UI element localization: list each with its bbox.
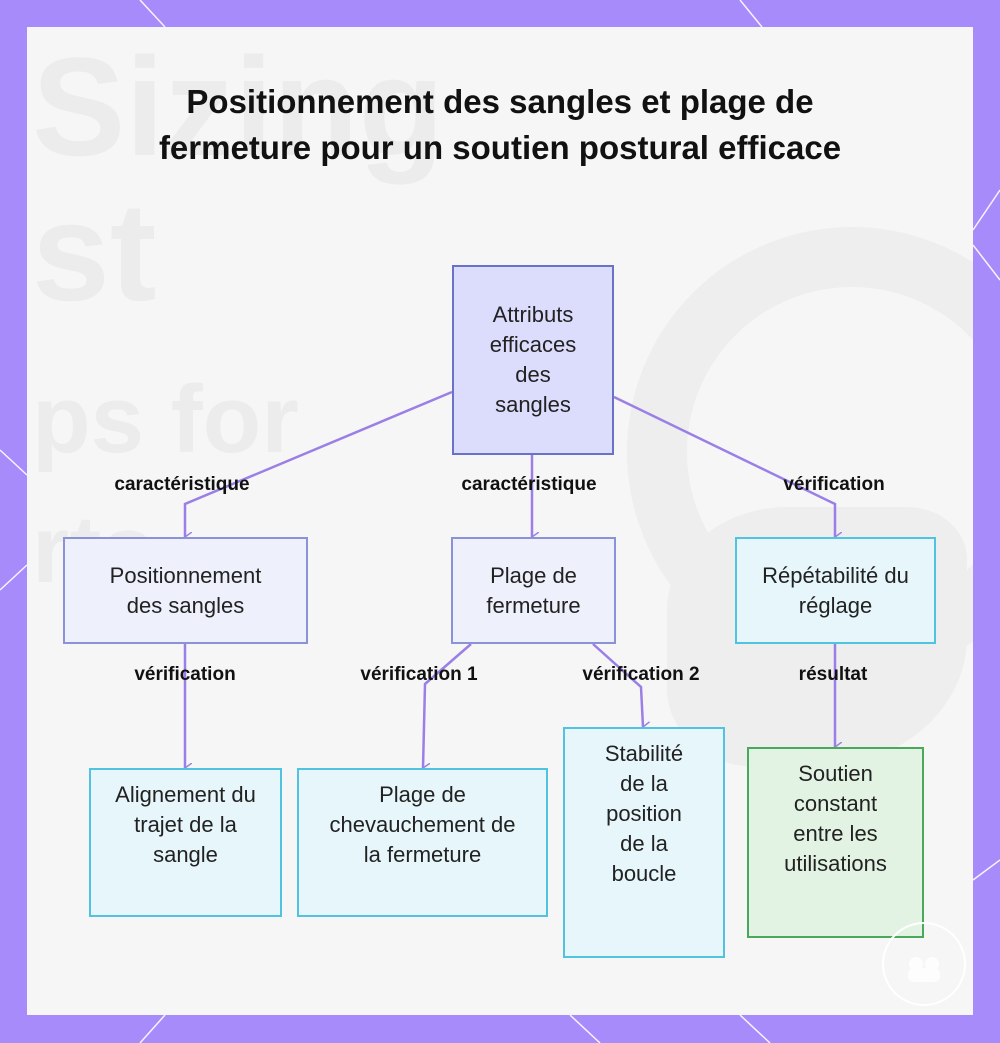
edge-label-root-repetabilite: vérification xyxy=(783,474,884,496)
edge-label-plage-stabilite: vérification 2 xyxy=(582,664,699,686)
edge-label-plage-chevauchement: vérification 1 xyxy=(360,664,477,686)
node-label: Soutien constant entre les utilisations xyxy=(771,759,901,879)
edge-label-repetabilite-soutien: résultat xyxy=(799,664,868,686)
node-plage-de-fermeture: Plage de fermeture xyxy=(451,537,616,644)
node-stabilite-de-la-boucle: Stabilité de la position de la boucle xyxy=(563,727,725,958)
node-label: Plage de fermeture xyxy=(471,561,596,621)
diagram-card: Sizing st ps for rts Positionnement des … xyxy=(27,27,973,1015)
watermark-logo xyxy=(882,922,966,1006)
node-label: Attributs efficaces des sangles xyxy=(478,300,588,420)
node-attributs-efficaces: Attributs efficaces des sangles xyxy=(452,265,614,455)
edge-root-repetabilite xyxy=(614,397,835,537)
watermark-logo-icon xyxy=(884,924,964,1004)
edge-label-positionnement-alignement: vérification xyxy=(134,664,235,686)
edge-label-root-positionnement: caractéristique xyxy=(114,474,249,496)
node-label: Plage de chevauchement de la fermeture xyxy=(328,780,518,870)
edge-plage-chevauchement xyxy=(423,644,471,768)
edge-label-root-plage: caractéristique xyxy=(461,474,596,496)
node-label: Positionnement des sangles xyxy=(91,561,281,621)
edge-root-positionnement xyxy=(185,392,452,537)
node-positionnement-des-sangles: Positionnement des sangles xyxy=(63,537,308,644)
node-plage-de-chevauchement: Plage de chevauchement de la fermeture xyxy=(297,768,548,917)
node-alignement-du-trajet: Alignement du trajet de la sangle xyxy=(89,768,282,917)
node-repetabilite-du-reglage: Répétabilité du réglage xyxy=(735,537,936,644)
node-label: Stabilité de la position de la boucle xyxy=(594,739,694,889)
node-label: Alignement du trajet de la sangle xyxy=(111,780,261,870)
node-label: Répétabilité du réglage xyxy=(761,561,911,621)
node-soutien-constant: Soutien constant entre les utilisations xyxy=(747,747,924,938)
